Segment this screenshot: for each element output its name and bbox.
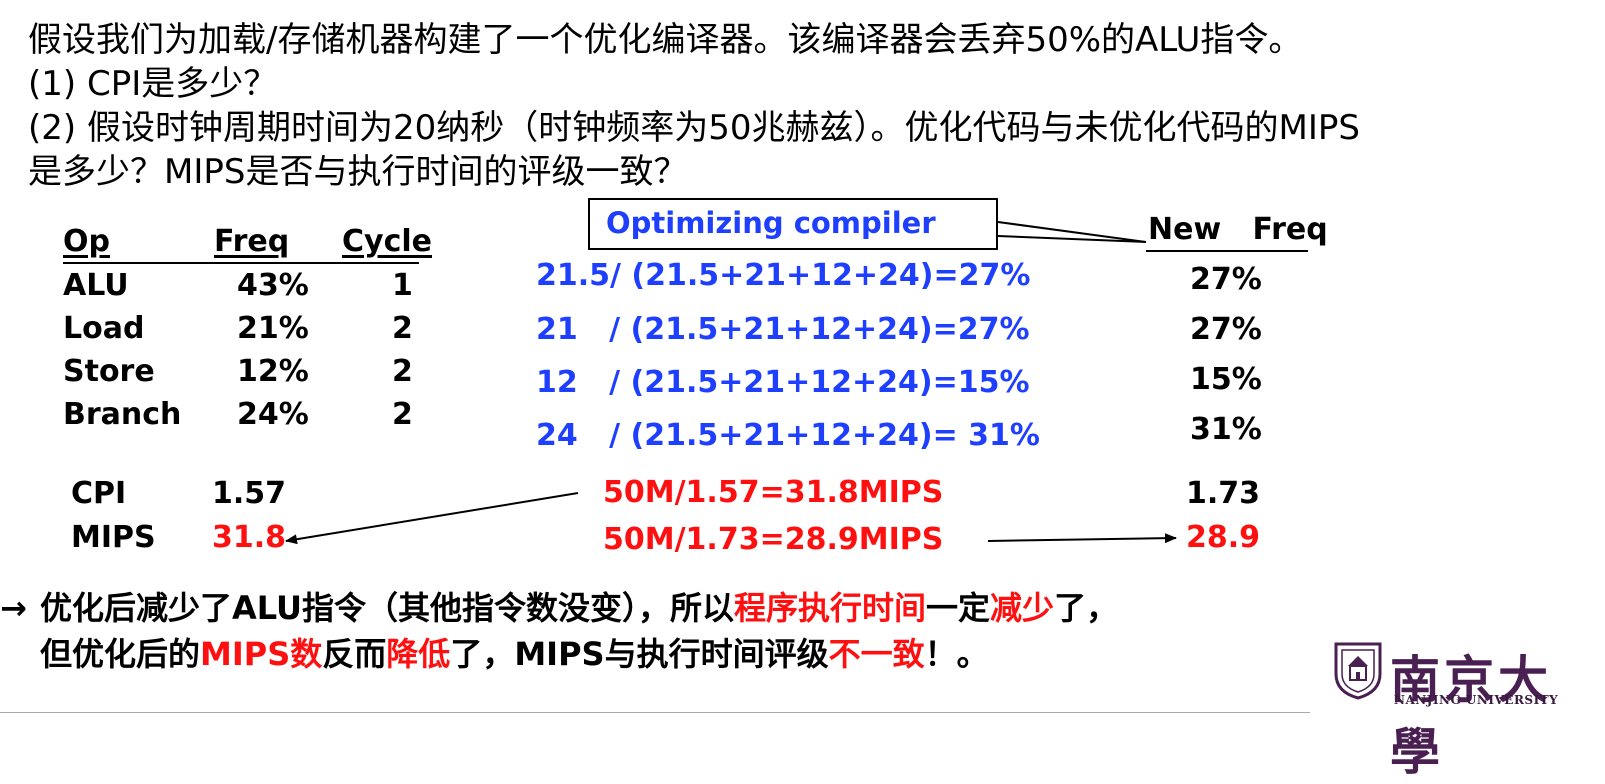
new-freq-header: New Freq bbox=[1148, 212, 1328, 247]
table-cell-op: Store bbox=[63, 354, 155, 389]
question-line-1: 假设我们为加载/存储机器构建了一个优化编译器。该编译器会丢弃50%的ALU指令。 bbox=[28, 20, 1303, 60]
new-freq-value: 27% bbox=[1190, 262, 1262, 297]
table-header-cycle: Cycle bbox=[342, 224, 432, 259]
conclusion-highlight: MIPS数 bbox=[200, 635, 323, 673]
table-cell-op: Branch bbox=[63, 397, 182, 432]
question-line-4: 是多少？MIPS是否与执行时间的评级一致？ bbox=[28, 152, 688, 192]
conclusion-text: 一定 bbox=[926, 589, 991, 627]
table-header-op: Op bbox=[63, 224, 110, 259]
new-cpi-value: 1.73 bbox=[1186, 476, 1261, 511]
footer-rule bbox=[0, 712, 1310, 713]
mips-calc-original: 50M/1.57=31.8MIPS bbox=[603, 475, 944, 510]
table-cell-freq: 21% bbox=[237, 311, 309, 346]
question-line-2: (1) CPI是多少？ bbox=[28, 64, 278, 104]
conclusion-text: 优化后减少了ALU指令（其他指令数没变），所以 bbox=[40, 589, 735, 627]
cpi-label: CPI bbox=[71, 476, 127, 511]
table-header-freq: Freq bbox=[214, 224, 290, 259]
table-cell-cycle: 1 bbox=[392, 268, 413, 303]
new-mips-value: 28.9 bbox=[1186, 520, 1261, 555]
table-cell-op: ALU bbox=[63, 268, 129, 303]
new-freq-value: 31% bbox=[1190, 412, 1262, 447]
table-cell-freq: 24% bbox=[237, 397, 309, 432]
cpi-value: 1.57 bbox=[212, 476, 287, 511]
calc-line-alu: 21.5/ (21.5+21+12+24)=27% bbox=[536, 258, 1031, 293]
conclusion-highlight: 减少 bbox=[990, 589, 1055, 627]
table-cell-cycle: 2 bbox=[392, 311, 413, 346]
question-line-3: (2) 假设时钟周期时间为20纳秒（时钟频率为50兆赫兹）。优化代码与未优化代码… bbox=[28, 108, 1360, 148]
conclusion-text: 了， bbox=[1054, 589, 1119, 627]
mips-value: 31.8 bbox=[212, 520, 287, 555]
conclusion-text: 反而 bbox=[322, 635, 387, 673]
conclusion-line-2: 但优化后的MIPS数反而降低了，MIPS与执行时间评级不一致！。 bbox=[40, 634, 989, 674]
optimizing-compiler-label: Optimizing compiler bbox=[606, 206, 936, 240]
arrow-to-new-mips bbox=[987, 533, 1177, 544]
university-name-en: NANJING UNIVERSITY bbox=[1394, 693, 1559, 707]
conclusion-text: 但优化后的 bbox=[40, 635, 201, 673]
conclusion-text: ！。 bbox=[924, 635, 989, 673]
table-cell-cycle: 2 bbox=[392, 354, 413, 389]
university-seal-icon bbox=[1330, 640, 1386, 704]
conclusion-highlight: 不一致 bbox=[828, 635, 925, 673]
conclusion-text: 了，MIPS与执行时间评级 bbox=[450, 635, 829, 673]
new-freq-value: 15% bbox=[1190, 362, 1262, 397]
university-name-cn: 南京大學 bbox=[1390, 650, 1552, 781]
table-cell-freq: 43% bbox=[237, 268, 309, 303]
table-header-rule bbox=[63, 262, 419, 264]
mips-label: MIPS bbox=[71, 520, 156, 555]
callout-line-upper bbox=[997, 221, 1147, 243]
table-cell-cycle: 2 bbox=[392, 397, 413, 432]
calc-line-store: 12 / (21.5+21+12+24)=15% bbox=[536, 365, 1030, 400]
mips-calc-optimized: 50M/1.73=28.9MIPS bbox=[603, 522, 944, 557]
callout-line-lower bbox=[997, 235, 1147, 243]
new-freq-header-rule bbox=[1146, 250, 1308, 252]
table-cell-op: Load bbox=[63, 311, 145, 346]
calc-line-branch: 24 / (21.5+21+12+24)= 31% bbox=[536, 418, 1040, 453]
conclusion-highlight: 降低 bbox=[386, 635, 451, 673]
conclusion-arrow-icon: → bbox=[0, 589, 27, 627]
connector-arrows bbox=[285, 221, 1177, 545]
conclusion-line-1: 优化后减少了ALU指令（其他指令数没变），所以程序执行时间一定减少了， bbox=[40, 588, 1118, 628]
arrow-to-original-mips bbox=[285, 492, 579, 545]
table-cell-freq: 12% bbox=[237, 354, 309, 389]
conclusion-highlight: 程序执行时间 bbox=[734, 589, 927, 627]
optimizing-compiler-box: Optimizing compiler bbox=[588, 198, 998, 250]
calc-line-load: 21 / (21.5+21+12+24)=27% bbox=[536, 312, 1030, 347]
new-freq-value: 27% bbox=[1190, 312, 1262, 347]
